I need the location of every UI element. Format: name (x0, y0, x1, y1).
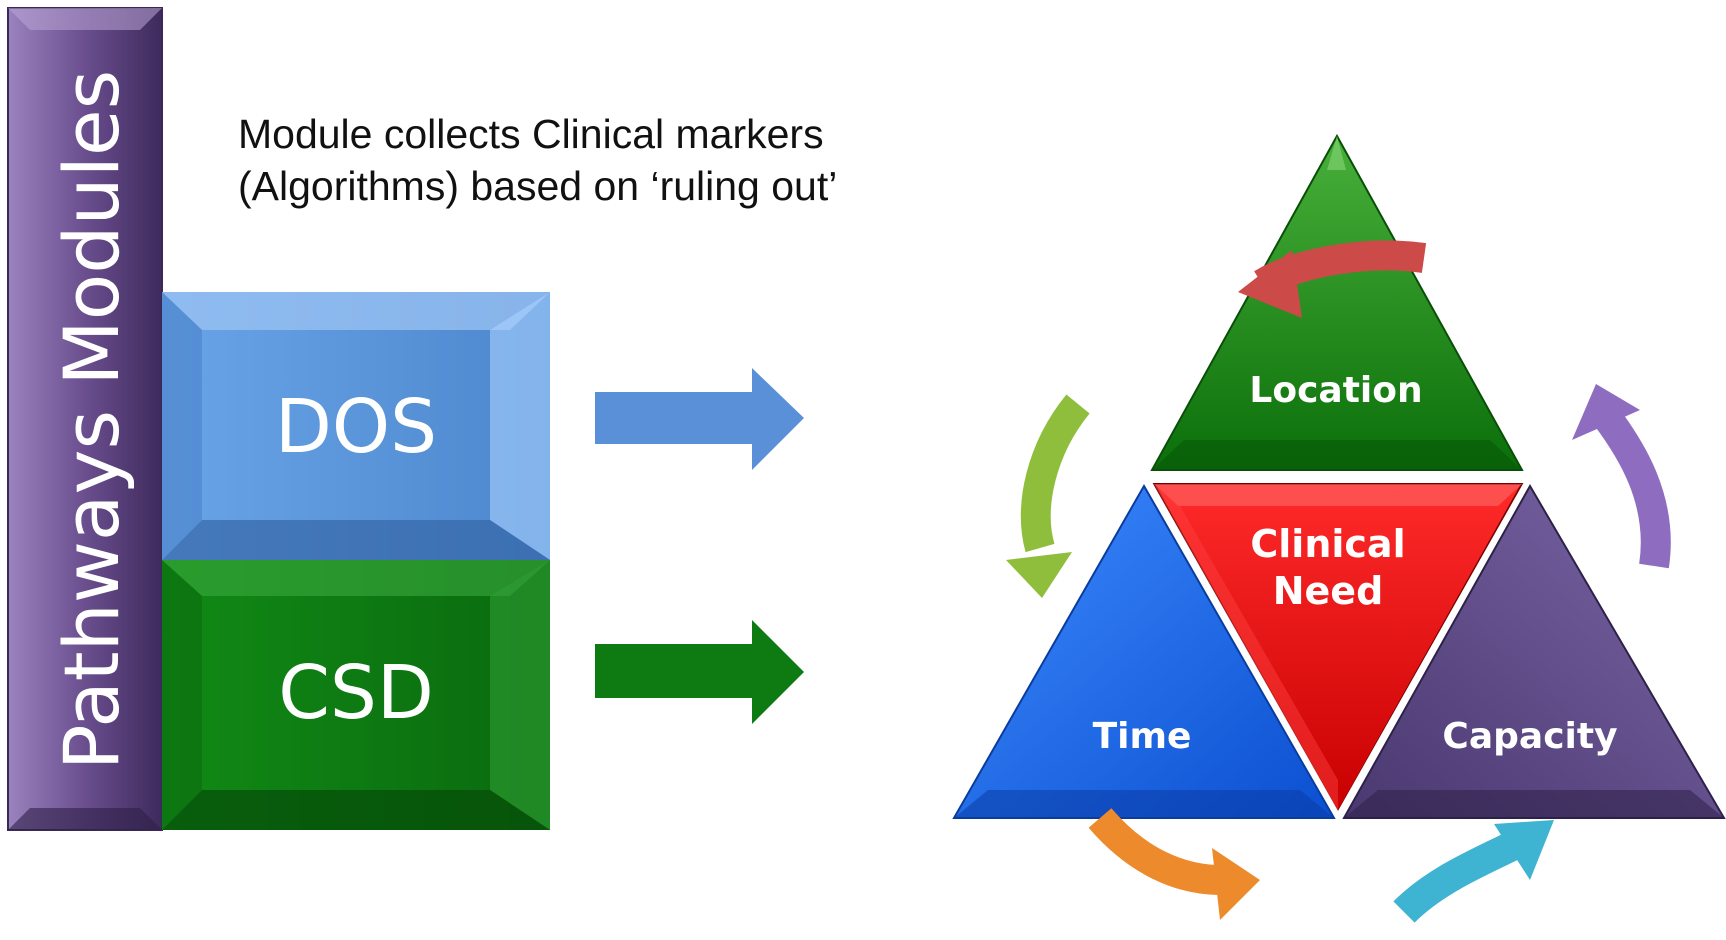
module-caption: Module collects Clinical markers (Algori… (238, 108, 878, 212)
cycle-arrow-bottom-right (1393, 820, 1554, 923)
csd-module: CSD (162, 560, 550, 830)
csd-label: CSD (278, 650, 434, 736)
csd-arrow (595, 620, 804, 724)
cycle-arrow-right (1572, 384, 1671, 569)
caption-line-2: (Algorithms) based on ‘ruling out’ (238, 163, 838, 209)
dos-label: DOS (275, 384, 437, 470)
capacity-triangle: Capacity (1342, 483, 1726, 819)
pathways-modules-bar: Pathways Modules (7, 7, 163, 831)
clinical-need-label-line1: Clinical (1250, 522, 1405, 566)
clinical-need-label-line2: Need (1273, 569, 1384, 613)
triangle-separators (1145, 475, 1531, 818)
cycle-arrow-top (1238, 240, 1427, 318)
location-label: Location (1249, 370, 1422, 411)
dos-arrow (595, 368, 804, 470)
location-triangle: Location (1150, 133, 1524, 471)
time-label: Time (1093, 716, 1192, 757)
pathways-modules-label: Pathways Modules (47, 70, 136, 770)
capacity-label: Capacity (1442, 716, 1617, 757)
cycle-arrow-left (1006, 394, 1090, 598)
cycle-arrow-bottom-left (1088, 808, 1260, 920)
dos-module: DOS (162, 292, 550, 560)
caption-line-1: Module collects Clinical markers (238, 111, 824, 157)
time-triangle: Time (952, 483, 1336, 819)
